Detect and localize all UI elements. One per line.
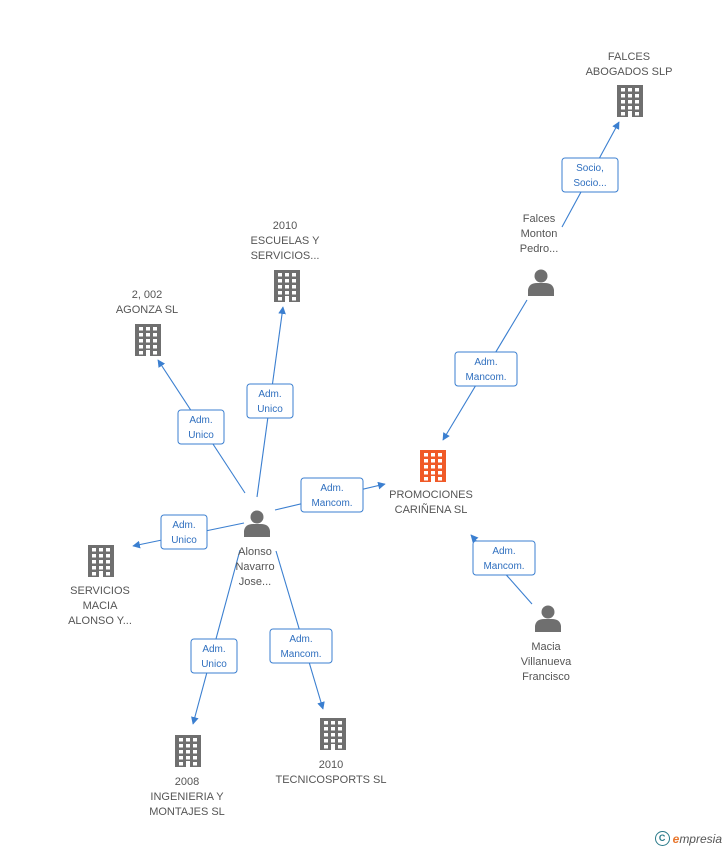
edge-label-box[interactable] [177, 409, 225, 445]
edge-label-text: Unico [188, 430, 214, 441]
person-icon [528, 269, 554, 296]
person-icon [244, 510, 270, 537]
edge-label-text: Adm. [492, 546, 515, 557]
node-label: Jose... [239, 576, 271, 588]
edge-label-box[interactable] [300, 477, 364, 513]
node-label: SERVICIOS [70, 585, 130, 597]
node-falces_monton[interactable]: FalcesMontonPedro... [520, 213, 559, 296]
edge-label-text: Mancom. [483, 561, 524, 572]
edge-alonso-to-agonza: Adm. Unico [157, 359, 246, 494]
node-promociones[interactable]: PROMOCIONES CARIÑENA SL [389, 450, 473, 516]
edge-alonso-to-ingenieria: Adm. Unico [190, 549, 241, 725]
node-label: ESCUELAS Y [251, 235, 321, 247]
building-icon [274, 270, 300, 302]
edge-falces_monton-to-promociones: Adm. Mancom. [442, 299, 528, 441]
building-icon [617, 85, 643, 117]
node-falces_abogados[interactable]: FALCES ABOGADOS SLP [586, 51, 673, 117]
node-alonso[interactable]: AlonsoNavarroJose... [235, 510, 275, 589]
node-label: 2, 002 [132, 289, 163, 301]
building-icon [320, 718, 346, 750]
building-icon [88, 545, 114, 577]
node-label: MONTAJES SL [149, 806, 225, 818]
edge-alonso-to-promociones: Adm. Mancom. [274, 477, 386, 513]
edge-label-text: Adm. [289, 634, 312, 645]
node-label: Falces [523, 213, 556, 225]
edge-label-box[interactable] [246, 383, 294, 419]
edge-label-text: Adm. [474, 357, 497, 368]
node-label: Francisco [522, 671, 570, 683]
edge-label-text: Adm. [320, 483, 343, 494]
edge-line [191, 549, 241, 725]
edge-label-text: Mancom. [311, 498, 352, 509]
edge-alonso-to-escuelas: Adm. Unico [246, 306, 294, 498]
edges-layer: Socio,Socio...Adm.Mancom.Adm.Mancom.Adm.… [132, 121, 620, 725]
edge-falces_monton-to-falces_abogados: Socio, Socio... [561, 121, 620, 228]
node-label: Monton [521, 228, 558, 240]
node-label: Macia [531, 641, 561, 653]
node-label: MACIA [83, 600, 119, 612]
node-label: 2010 [319, 759, 343, 771]
edge-label-text: Adm. [258, 389, 281, 400]
edge-label-box[interactable] [472, 540, 536, 576]
edge-label-text: Adm. [202, 644, 225, 655]
nodes-layer: PROMOCIONES CARIÑENA SL FALCES ABOGADOS SLP… [68, 51, 672, 818]
edge-label-text: Adm. [189, 415, 212, 426]
person-icon [535, 605, 561, 632]
node-label: Pedro... [520, 243, 559, 255]
node-label: 2008 [175, 776, 199, 788]
copyright-icon: C [654, 831, 670, 846]
building-icon [135, 324, 161, 356]
edge-label-box[interactable] [160, 514, 208, 550]
node-label: AGONZA SL [116, 304, 178, 316]
edge-label-box[interactable] [269, 628, 333, 664]
building-icon [175, 735, 201, 767]
node-label: FALCES [608, 51, 650, 63]
building-icon [420, 450, 446, 482]
node-label: 2010 [273, 220, 297, 232]
node-label: Navarro [235, 561, 274, 573]
node-label: INGENIERIA Y [150, 791, 224, 803]
edge-label-text: Socio, [576, 163, 604, 174]
node-label: TECNICOSPORTS SL [275, 774, 386, 786]
edge-label-text: Adm. [172, 520, 195, 531]
edge-macia-to-promociones: Adm. Mancom. [470, 534, 536, 605]
edge-label-text: Unico [171, 535, 197, 546]
edge-alonso-to-servicios_macia: Adm. Unico [132, 514, 245, 550]
edge-label-text: Unico [201, 659, 227, 670]
edge-label-box[interactable] [190, 638, 238, 674]
edge-label-box[interactable] [561, 157, 619, 193]
node-label: CARIÑENA SL [395, 503, 468, 516]
edge-label-text: Mancom. [465, 372, 506, 383]
node-label: SERVICIOS... [251, 250, 320, 262]
node-label: Alonso [238, 546, 272, 558]
node-label: ALONSO Y... [68, 615, 132, 627]
node-label: Villanueva [521, 656, 572, 668]
node-label: ABOGADOS SLP [586, 66, 673, 78]
edge-label-text: Socio... [573, 178, 606, 189]
edge-label-text: Unico [257, 404, 283, 415]
node-servicios_macia[interactable]: SERVICIOS MACIA ALONSO Y... [68, 545, 132, 627]
edge-label-box[interactable] [454, 351, 518, 387]
edge-alonso-to-tecnicosports: Adm. Mancom. [269, 550, 333, 710]
node-label: PROMOCIONES [389, 489, 473, 501]
brand-logo: empresia [672, 831, 722, 846]
edge-label-text: Mancom. [280, 649, 321, 660]
